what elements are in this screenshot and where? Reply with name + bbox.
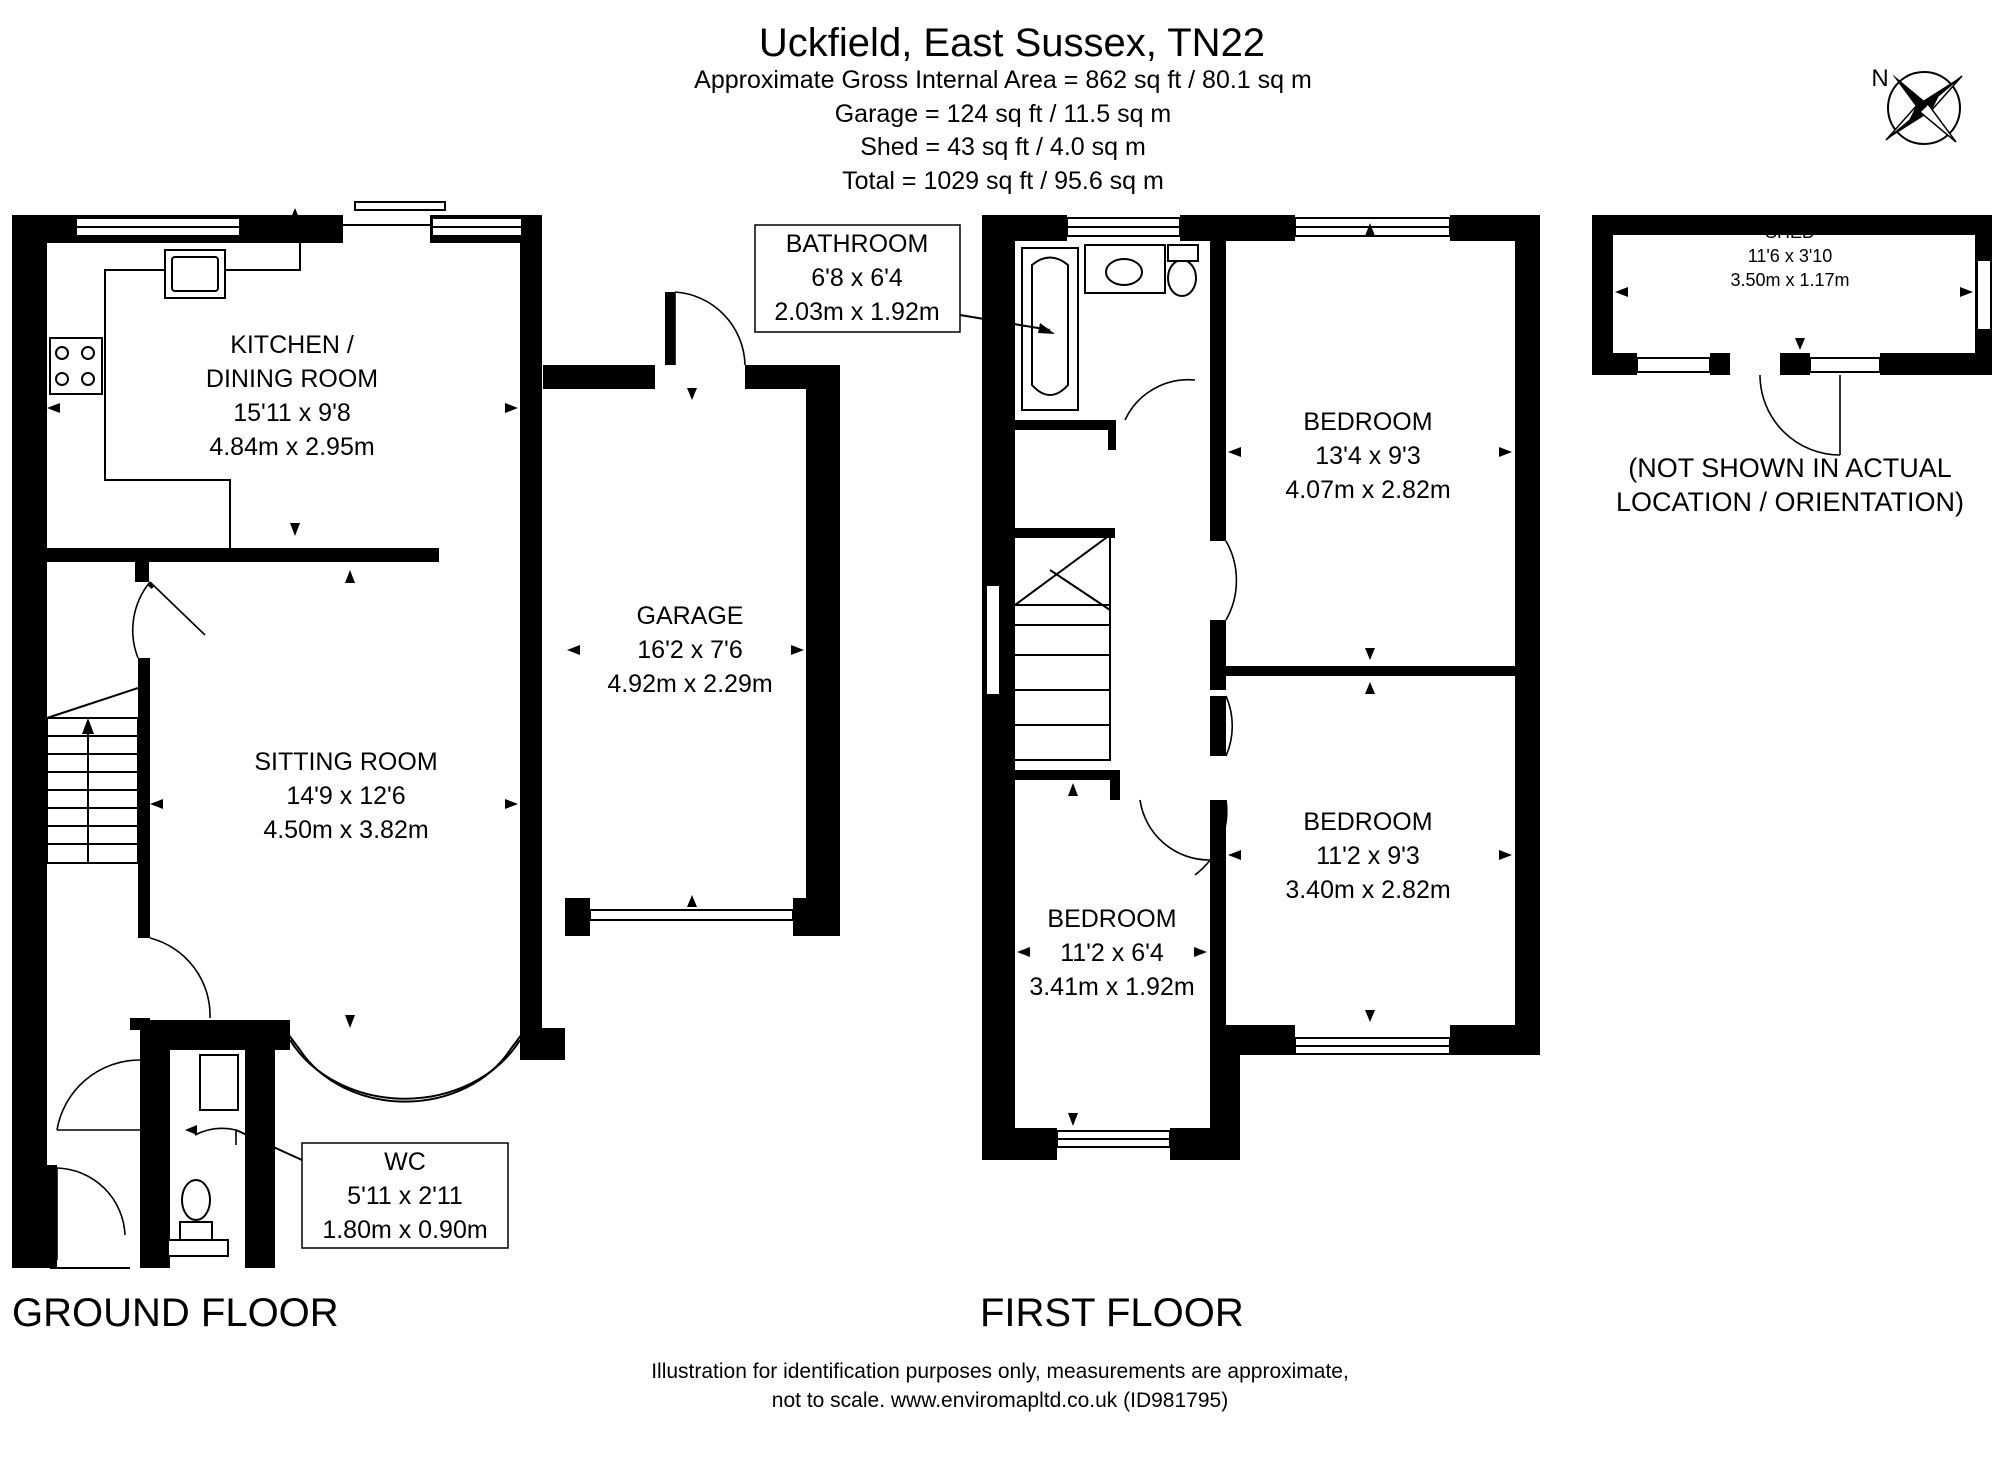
sitting-metric: 4.50m x 3.82m xyxy=(263,816,428,844)
kitchen-name-line2: DINING ROOM xyxy=(206,365,378,393)
bedroom3-metric: 3.41m x 1.92m xyxy=(1029,973,1194,1001)
kitchen-metric: 4.84m x 2.95m xyxy=(209,433,374,461)
bedroom3-name: BEDROOM xyxy=(1047,905,1176,933)
ground-floor-label: GROUND FLOOR xyxy=(12,1291,339,1335)
bedroom1-metric: 4.07m x 2.82m xyxy=(1285,476,1450,504)
bathroom-imperial: 6'8 x 6'4 xyxy=(811,264,903,292)
kitchen-name-line1: KITCHEN / xyxy=(230,331,354,359)
bedroom3-imperial: 11'2 x 6'4 xyxy=(1060,939,1164,967)
room-label-bedroom-3: BEDROOM 11'2 x 6'4 3.41m x 1.92m xyxy=(1029,905,1194,1001)
total-area: Total = 1029 sq ft / 95.6 sq m xyxy=(842,167,1164,195)
room-label-garage: GARAGE 16'2 x 7'6 4.92m x 2.29m xyxy=(607,602,772,698)
bedroom2-name: BEDROOM xyxy=(1303,808,1432,836)
compass-rose-icon: N xyxy=(1871,65,1963,145)
garage-imperial: 16'2 x 7'6 xyxy=(637,636,742,664)
kitchen-imperial: 15'11 x 9'8 xyxy=(233,399,351,427)
bathroom-metric: 2.03m x 1.92m xyxy=(774,298,939,326)
first-floor-label: FIRST FLOOR xyxy=(980,1291,1244,1335)
plan-title: Uckfield, East Sussex, TN22 xyxy=(759,21,1265,65)
shed-name: SHED xyxy=(1765,222,1815,242)
room-label-kitchen: KITCHEN / DINING ROOM 15'11 x 9'8 4.84m … xyxy=(206,331,378,461)
disclaimer: Illustration for identification purposes… xyxy=(651,1360,1349,1412)
garage-area: Garage = 124 sq ft / 11.5 sq m xyxy=(835,100,1172,128)
shed-location-note: (NOT SHOWN IN ACTUAL LOCATION / ORIENTAT… xyxy=(1616,453,1964,517)
room-label-bathroom: BATHROOM 6'8 x 6'4 2.03m x 1.92m xyxy=(754,224,961,333)
room-label-sitting: SITTING ROOM 14'9 x 12'6 4.50m x 3.82m xyxy=(254,748,437,844)
shed-plan xyxy=(1592,215,1992,456)
sitting-imperial: 14'9 x 12'6 xyxy=(286,782,405,810)
bedroom1-imperial: 13'4 x 9'3 xyxy=(1315,442,1420,470)
bedroom2-metric: 3.40m x 2.82m xyxy=(1285,876,1450,904)
shed-area: Shed = 43 sq ft / 4.0 sq m xyxy=(860,133,1146,161)
disclaimer-line1: Illustration for identification purposes… xyxy=(651,1360,1349,1383)
bedroom2-imperial: 11'2 x 9'3 xyxy=(1316,842,1420,870)
shed-note-line2: LOCATION / ORIENTATION) xyxy=(1616,487,1964,517)
compass-north-label: N xyxy=(1871,65,1888,92)
first-floor-plan xyxy=(959,215,1540,1160)
wc-metric: 1.80m x 0.90m xyxy=(322,1216,487,1244)
shed-imperial: 11'6 x 3'10 xyxy=(1748,246,1833,266)
room-label-wc: WC 5'11 x 2'11 1.80m x 0.90m xyxy=(235,1129,509,1249)
shed-note-line1: (NOT SHOWN IN ACTUAL xyxy=(1628,453,1952,483)
garage-name: GARAGE xyxy=(637,602,744,630)
wc-name: WC xyxy=(384,1148,426,1176)
gross-internal-area: Approximate Gross Internal Area = 862 sq… xyxy=(694,66,1312,94)
shed-metric: 3.50m x 1.17m xyxy=(1730,270,1849,290)
room-label-bedroom-2: BEDROOM 11'2 x 9'3 3.40m x 2.82m xyxy=(1285,808,1450,904)
garage-plan xyxy=(543,291,840,936)
header: Uckfield, East Sussex, TN22 Approximate … xyxy=(694,21,1312,195)
wc-imperial: 5'11 x 2'11 xyxy=(347,1182,463,1210)
bedroom1-name: BEDROOM xyxy=(1303,408,1432,436)
room-label-shed: SHED 11'6 x 3'10 3.50m x 1.17m xyxy=(1730,222,1849,290)
garage-metric: 4.92m x 2.29m xyxy=(607,670,772,698)
sitting-name: SITTING ROOM xyxy=(254,748,437,776)
room-label-bedroom-1: BEDROOM 13'4 x 9'3 4.07m x 2.82m xyxy=(1285,408,1450,504)
disclaimer-line2: not to scale. www.enviromapltd.co.uk (ID… xyxy=(772,1389,1228,1412)
ground-floor-plan xyxy=(12,201,565,1269)
bathroom-name: BATHROOM xyxy=(786,230,929,258)
